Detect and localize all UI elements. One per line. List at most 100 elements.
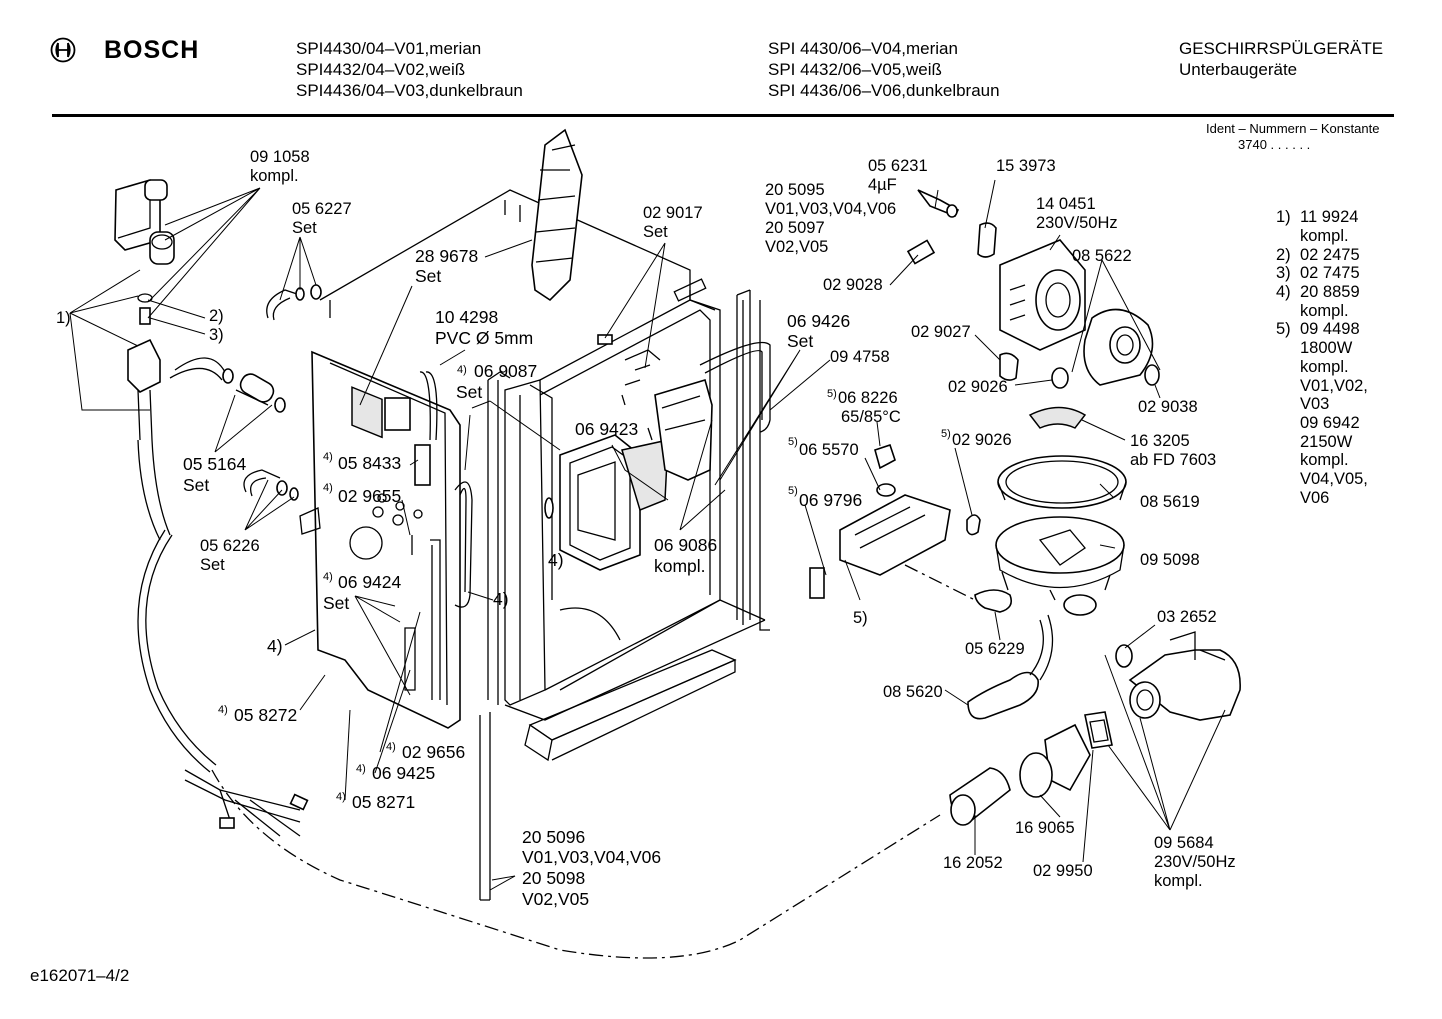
label-069424-sub: Set bbox=[323, 593, 349, 613]
top-rail-part bbox=[531, 128, 583, 302]
sump-filter-assembly bbox=[995, 406, 1127, 616]
ref-4-door: 4) bbox=[493, 589, 509, 609]
header-divider bbox=[52, 114, 1394, 117]
ref-4: 4) bbox=[323, 451, 333, 463]
label-163205-sub: ab FD 7603 bbox=[1130, 451, 1216, 469]
label-029950: 02 9950 bbox=[1033, 862, 1093, 880]
label-205095: 20 5095 bbox=[765, 181, 825, 199]
label-029656: 02 9656 bbox=[402, 742, 465, 762]
label-055164-sub: Set bbox=[183, 475, 209, 495]
note-1-part: 11 9924 bbox=[1300, 208, 1358, 226]
note-1-ref: 1) bbox=[1276, 208, 1291, 226]
label-205098: 20 5098 bbox=[522, 868, 585, 888]
label-205097: 20 5097 bbox=[765, 219, 825, 237]
label-163205: 16 3205 bbox=[1130, 432, 1190, 450]
heater-assembly bbox=[809, 443, 1054, 720]
brand-name: BOSCH bbox=[104, 36, 200, 64]
door-panel bbox=[311, 350, 473, 729]
note-4-sub: kompl. bbox=[1300, 302, 1349, 320]
heater-route bbox=[904, 564, 976, 601]
ref-1: 1) bbox=[56, 309, 71, 327]
ref-5: 5) bbox=[827, 388, 837, 400]
ref-4: 4) bbox=[336, 791, 346, 803]
label-289678-sub: Set bbox=[415, 266, 441, 286]
circulation-pump-assembly bbox=[906, 189, 1160, 389]
label-069086-sub: kompl. bbox=[654, 556, 706, 576]
label-095684-sub2: kompl. bbox=[1154, 872, 1203, 890]
label-069423: 06 9423 bbox=[575, 419, 638, 439]
label-029017-sub: Set bbox=[643, 223, 668, 241]
label-032652: 03 2652 bbox=[1157, 608, 1217, 626]
label-095684-sub: 230V/50Hz bbox=[1154, 853, 1236, 871]
label-085619: 08 5619 bbox=[1140, 493, 1200, 511]
note-5-line: 2150W bbox=[1300, 433, 1353, 451]
label-069087-sub: Set bbox=[456, 382, 482, 402]
label-095098: 09 5098 bbox=[1140, 551, 1200, 569]
ref-4: 4) bbox=[386, 741, 396, 753]
ref-5: 5) bbox=[941, 428, 951, 440]
ref-4: 4) bbox=[323, 482, 333, 494]
label-056227: 05 6227 bbox=[292, 200, 352, 218]
ref-2: 2) bbox=[209, 307, 224, 325]
label-069426: 06 9426 bbox=[787, 311, 850, 331]
note-5-ref: 5) bbox=[1276, 320, 1291, 338]
note-5-line: V06 bbox=[1300, 489, 1329, 507]
ident-box: Ident – Nummern – Konstante 3740 . . . .… bbox=[1206, 121, 1379, 153]
ref-4: 4) bbox=[323, 571, 333, 583]
label-029655: 02 9655 bbox=[338, 486, 401, 506]
label-029026b: 02 9026 bbox=[952, 431, 1012, 449]
label-029027: 02 9027 bbox=[911, 323, 971, 341]
category-subtitle: Unterbaugeräte bbox=[1179, 60, 1298, 79]
ref-3: 3) bbox=[209, 326, 224, 344]
ref-4-left: 4) bbox=[267, 636, 283, 656]
note-5-line: kompl. bbox=[1300, 358, 1349, 376]
cabinet-frame bbox=[319, 189, 771, 901]
note-5-line: V01,V02, bbox=[1300, 377, 1368, 395]
note-5-line: 1800W bbox=[1300, 339, 1353, 357]
model-line: SPI4430/04–V01,merian bbox=[296, 39, 482, 58]
label-104298: 10 4298 bbox=[435, 307, 498, 327]
label-065570: 06 5570 bbox=[799, 441, 859, 459]
model-line: SPI 4430/06–V04,merian bbox=[768, 39, 958, 58]
label-091058-sub: kompl. bbox=[250, 167, 299, 185]
ref-5-heater: 5) bbox=[853, 609, 868, 627]
note-4-ref: 4) bbox=[1276, 283, 1291, 301]
label-205098-v: V02,V05 bbox=[522, 889, 589, 909]
ref-5: 5) bbox=[788, 436, 798, 448]
note-2-ref: 2) bbox=[1276, 246, 1291, 264]
label-091058: 09 1058 bbox=[250, 148, 310, 166]
note-1-sub: kompl. bbox=[1300, 227, 1349, 245]
label-085620: 08 5620 bbox=[883, 683, 943, 701]
label-058272: 05 8272 bbox=[234, 705, 297, 725]
drain-pump-assembly bbox=[949, 631, 1241, 826]
label-162052: 16 2052 bbox=[943, 854, 1003, 872]
ref-4: 4) bbox=[356, 763, 366, 775]
label-029026a: 02 9026 bbox=[948, 378, 1008, 396]
label-058433: 05 8433 bbox=[338, 453, 401, 473]
label-056231: 05 6231 bbox=[868, 157, 928, 175]
note-5-part: 09 4498 bbox=[1300, 320, 1360, 338]
label-056231-sub: 4µF bbox=[868, 176, 897, 194]
model-list-1: SPI4430/04–V01,merian SPI4432/04–V02,wei… bbox=[296, 38, 523, 101]
model-list-2: SPI 4430/06–V04,merian SPI 4432/06–V05,w… bbox=[768, 38, 1000, 101]
drawing-id: e162071–4/2 bbox=[30, 966, 130, 985]
label-094758: 09 4758 bbox=[830, 348, 890, 366]
model-line: SPI 4432/06–V05,weiß bbox=[768, 60, 942, 79]
ident-label: Ident – Nummern – Konstante bbox=[1206, 121, 1380, 136]
ref-4: 4) bbox=[218, 704, 228, 716]
label-085622: 08 5622 bbox=[1072, 247, 1132, 265]
label-058271: 05 8271 bbox=[352, 792, 415, 812]
small-fittings-left bbox=[222, 284, 322, 535]
label-069425: 06 9425 bbox=[372, 763, 435, 783]
label-029028: 02 9028 bbox=[823, 276, 883, 294]
label-069087: 06 9087 bbox=[474, 361, 537, 381]
label-069086: 06 9086 bbox=[654, 535, 717, 555]
note-4-part: 20 8859 bbox=[1300, 283, 1360, 301]
label-056229: 05 6229 bbox=[965, 640, 1025, 658]
label-029017: 02 9017 bbox=[643, 204, 703, 222]
label-205096-v: V01,V03,V04,V06 bbox=[522, 847, 661, 867]
label-205097-v: V02,V05 bbox=[765, 238, 828, 256]
model-line: SPI4436/04–V03,dunkelbraun bbox=[296, 81, 523, 100]
note-5-line: 09 6942 bbox=[1300, 414, 1360, 432]
